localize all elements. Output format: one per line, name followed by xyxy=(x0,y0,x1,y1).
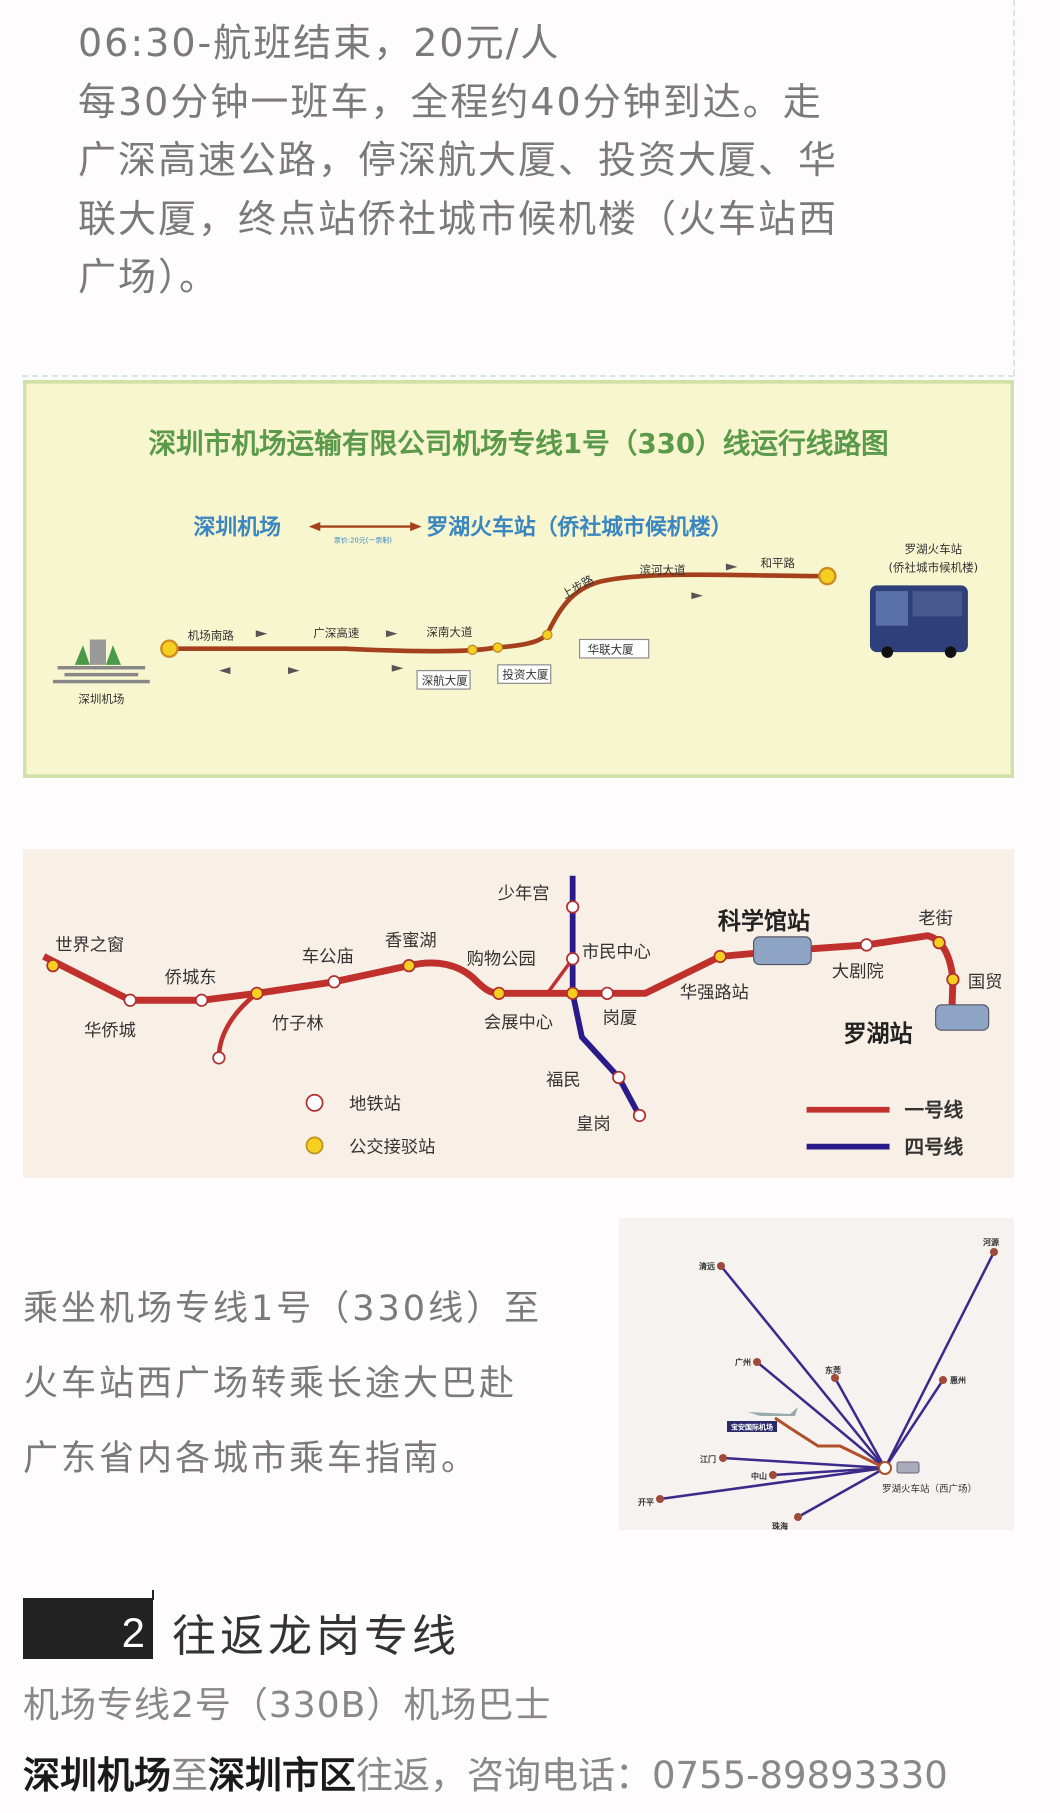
intro-line: 06:30-航班结束，20元/人 xyxy=(78,21,561,65)
double-arrow-icon xyxy=(308,521,422,532)
caption-line: 火车站西广场转乘长途大巴赴 xyxy=(23,1364,518,1404)
road-label: 深南大道 xyxy=(426,625,473,639)
terminal-label: (侨社城市候机楼) xyxy=(889,561,979,575)
stop-marker xyxy=(467,644,478,656)
legend-transfer-icon xyxy=(305,1136,324,1155)
city-label: 珠海 xyxy=(772,1521,788,1530)
station-label: 市民中心 xyxy=(582,943,651,963)
station-label: 购物公园 xyxy=(467,950,536,970)
intro-line: 广深高速公路，停深航大厦、投资大厦、华 xyxy=(78,138,839,182)
coach-map: 清远 河源 广州 东莞 惠州 江门 中山 开平 珠海 宝安国际机场 罗湖火车站（… xyxy=(619,1218,1014,1530)
contact-destination: 深圳市区 xyxy=(208,1754,356,1797)
station-label: 国贸 xyxy=(968,973,1003,993)
legend-label: 地铁站 xyxy=(349,1095,401,1115)
city-label: 开平 xyxy=(638,1498,654,1507)
intro-line: 联大厦，终点站侨社城市候机楼（火车站西 xyxy=(78,196,839,241)
station-label: 华强路站 xyxy=(680,983,749,1003)
stop-label: 投资大厦 xyxy=(502,668,549,682)
end-station-marker xyxy=(818,566,837,586)
fare-label: 票价:20元(一票制) xyxy=(334,536,392,545)
city-label: 广州 xyxy=(735,1357,751,1367)
highlight-station-label: 科学馆站 xyxy=(718,908,810,935)
dashed-border-right xyxy=(1013,0,1015,376)
station-label: 侨城东 xyxy=(165,968,217,988)
hub-marker xyxy=(878,1461,892,1475)
section-number-badge: 2 xyxy=(23,1598,153,1659)
route-map-330: 深圳市机场运输有限公司机场专线1号（330）线运行线路图 深圳机场 票价:20元… xyxy=(23,380,1014,778)
road-label: 机场南路 xyxy=(188,628,235,642)
airport-label: 宝安国际机场 xyxy=(731,1423,773,1432)
caption-line: 乘坐机场专线1号（330线）至 xyxy=(23,1289,543,1329)
direction-arrows xyxy=(218,563,738,675)
contact-origin: 深圳机场 xyxy=(23,1754,171,1797)
line1-branch xyxy=(545,957,575,995)
bus-icon xyxy=(896,1461,920,1474)
start-station-marker xyxy=(160,639,179,658)
bus-icon xyxy=(935,1004,990,1031)
city-label: 清远 xyxy=(699,1261,715,1271)
airport-badge xyxy=(727,1421,777,1432)
legend-label: 四号线 xyxy=(905,1136,964,1159)
legend-label: 一号线 xyxy=(905,1099,964,1122)
road-label: 和平路 xyxy=(760,556,795,570)
bus-icon xyxy=(869,585,968,658)
airport-route xyxy=(774,1416,886,1470)
route-map-title: 深圳市机场运输有限公司机场专线1号（330）线运行线路图 xyxy=(148,427,888,460)
contact-line: 深圳机场至深圳市区往返，咨询电话：0755-89893330 xyxy=(23,1745,948,1799)
map-background xyxy=(23,849,1014,1178)
contact-phone-text: 往返，咨询电话：0755-89893330 xyxy=(356,1754,948,1797)
caption-line: 广东省内各城市乘车指南。 xyxy=(23,1439,480,1479)
intro-text: 06:30-航班结束，20元/人 每30分钟一班车，全程约40分钟到达。走 广深… xyxy=(78,14,1008,307)
airport-building-icon xyxy=(52,639,150,684)
metro-map: 世界之窗 华侨城 侨城东 竹子林 车公庙 香蜜湖 购物公园 会展中心 少年宫 市… xyxy=(23,849,1014,1178)
station-label: 老街 xyxy=(918,909,953,929)
city-label: 江门 xyxy=(700,1454,716,1464)
origin-label: 深圳机场 xyxy=(194,516,281,541)
stop-marker xyxy=(492,642,503,653)
stop-label: 华联大厦 xyxy=(588,642,635,656)
map-background xyxy=(23,380,1014,778)
stop-label: 深航大厦 xyxy=(422,673,469,687)
city-label: 东莞 xyxy=(825,1365,841,1375)
station-label: 皇岗 xyxy=(576,1114,611,1134)
station-label: 少年宫 xyxy=(498,884,550,904)
station-label: 香蜜湖 xyxy=(385,931,437,951)
contact-connector: 至 xyxy=(171,1754,208,1797)
hub-label: 罗湖火车站（西广场） xyxy=(882,1483,977,1495)
station-label: 会展中心 xyxy=(484,1013,553,1033)
airport-label: 深圳机场 xyxy=(78,692,124,706)
city-label: 中山 xyxy=(751,1471,767,1481)
road-label: 广深高速 xyxy=(313,626,360,640)
caption-text: 乘坐机场专线1号（330线）至 火车站西广场转乘长途大巴赴 广东省内各城市乘车指… xyxy=(23,1272,542,1497)
route-line xyxy=(169,572,828,654)
station-label: 岗厦 xyxy=(603,1008,638,1028)
terminal-label: 罗湖火车站 xyxy=(905,542,963,556)
bus-icon xyxy=(752,936,812,966)
highlight-station-label: 罗湖站 xyxy=(843,1022,912,1048)
section-subtitle: 机场专线2号（330B）机场巴士 xyxy=(23,1685,552,1726)
section-number: 2 xyxy=(121,1609,145,1656)
coach-routes xyxy=(659,1251,996,1519)
station-label: 华侨城 xyxy=(84,1021,136,1041)
station-label: 竹子林 xyxy=(272,1014,324,1034)
dashed-border-bottom xyxy=(22,375,1014,377)
airplane-icon xyxy=(748,1407,798,1416)
legend-metro-icon xyxy=(305,1093,324,1112)
destination-label: 罗湖火车站（侨社城市候机楼） xyxy=(426,515,732,541)
station-label: 车公庙 xyxy=(302,947,354,967)
intro-line: 每30分钟一班车，全程约40分钟到达。走 xyxy=(78,79,823,124)
intro-line: 广场）。 xyxy=(78,255,220,299)
section-badge-tick xyxy=(152,1590,154,1600)
station-label: 世界之窗 xyxy=(55,936,124,956)
section-title: 往返龙岗专线 xyxy=(172,1611,460,1662)
road-label: 滨河大道 xyxy=(639,563,686,577)
legend-label: 公交接驳站 xyxy=(349,1137,435,1157)
city-label: 河源 xyxy=(983,1237,999,1247)
city-label: 惠州 xyxy=(950,1375,966,1385)
station-label: 福民 xyxy=(546,1071,581,1091)
stop-marker xyxy=(542,629,553,641)
station-label: 大剧院 xyxy=(832,962,884,982)
